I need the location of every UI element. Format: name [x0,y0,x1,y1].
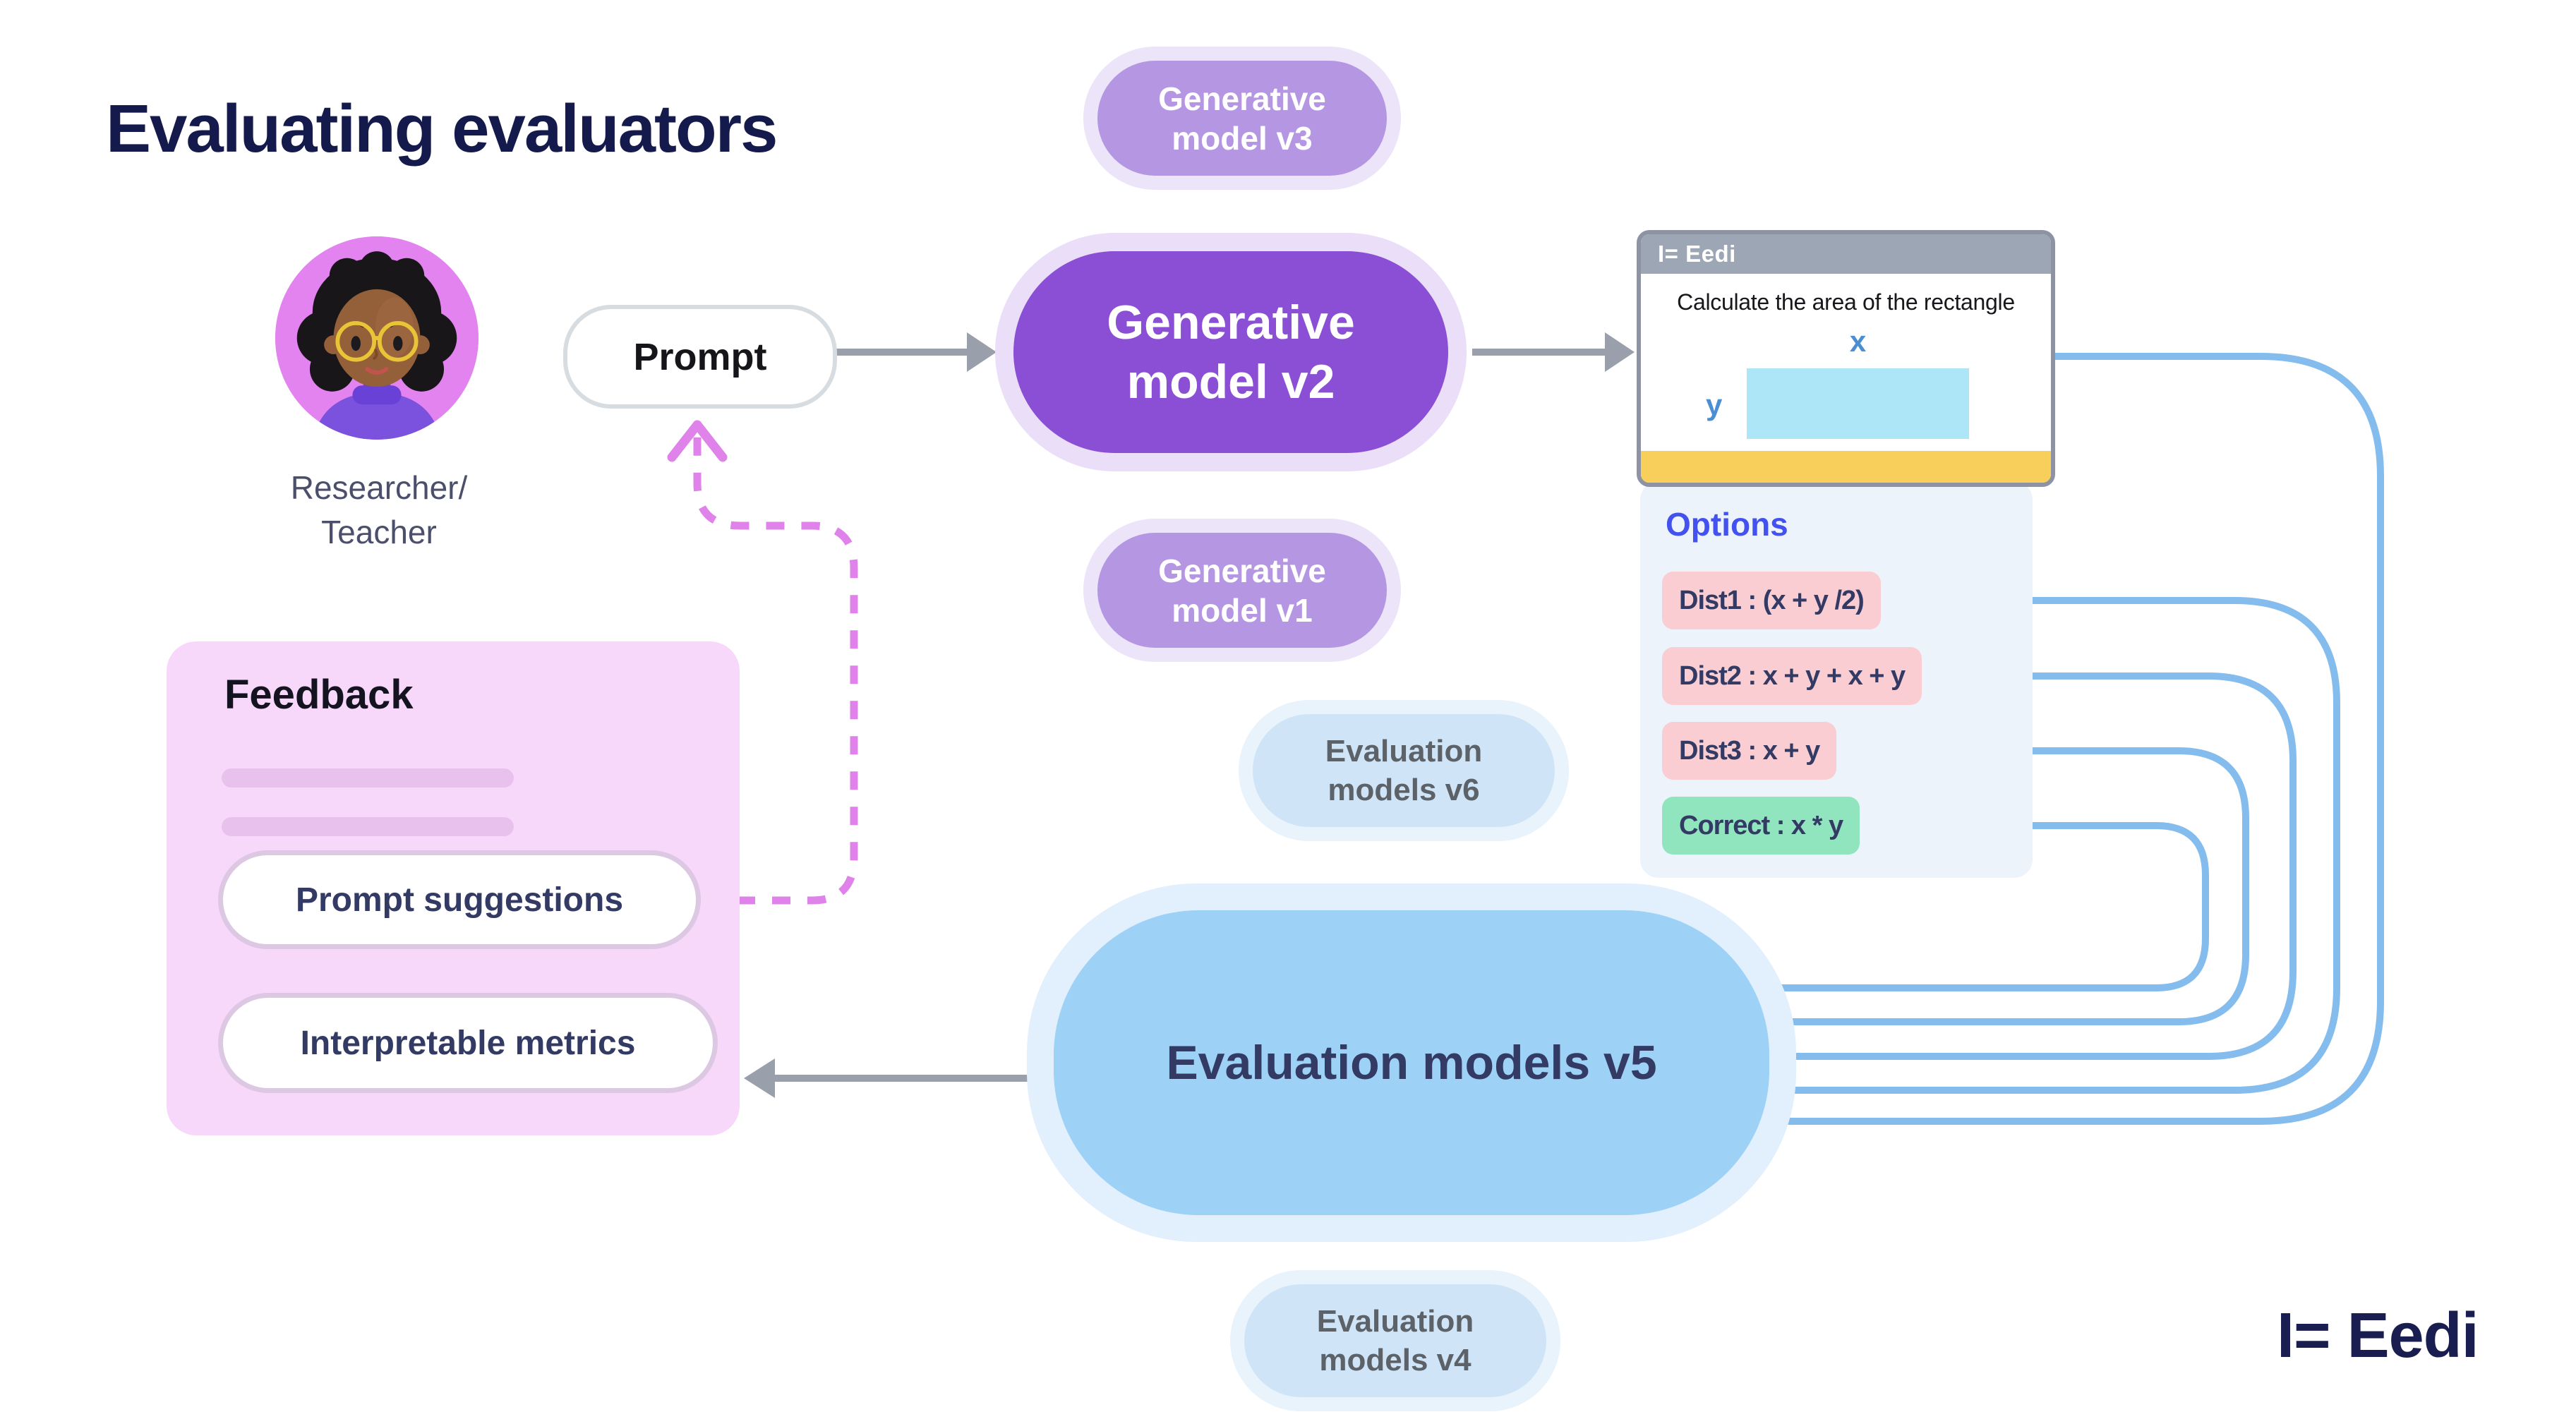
options-heading: Options [1666,506,1788,543]
question-card-titlebar: I= Eedi [1641,234,2051,274]
generative-model-v2-label-line2: model v2 [1126,355,1335,409]
evaluation-models-v5-node: Evaluation models v5 [1027,883,1796,1242]
arrow-head-right-icon [967,332,997,372]
prompt-label: Prompt [633,335,767,378]
connector-card-to-v5 [1762,353,2384,1125]
model-to-card-arrow [1472,332,1635,372]
width-label: x [1849,325,1867,358]
connector-dist2-to-v5 [1762,672,2297,1060]
height-label: y [1706,388,1723,421]
option-chip-correct: Correct : x * y [1662,797,1860,855]
evaluation-models-v4-pill: Evaluation models v4 [1230,1270,1560,1411]
rectangle-shape [1747,368,1969,439]
v5-to-feedback-arrow [744,1058,1059,1098]
option-chip-dist3: Dist3 : x + y [1662,722,1837,780]
arrow-head-left-icon [744,1058,775,1098]
researcher-label: Researcher/ Teacher [188,466,570,555]
evaluation-models-v4-label-line2: models v4 [1319,1343,1471,1377]
generative-model-v3-label-line2: model v3 [1172,119,1313,157]
option-connectors [1762,353,2384,1125]
person-icon [275,236,479,440]
generative-model-v2-label-line1: Generative [1107,296,1355,349]
evaluation-models-v6-label-line2: models v6 [1328,773,1480,807]
generative-model-v3-label-line1: Generative [1158,80,1326,117]
feedback-placeholder-bar [222,768,514,788]
card-accent-bar [1641,451,2051,483]
eedi-window-logo: I= Eedi [1658,241,1736,267]
researcher-avatar [275,236,479,440]
connector-correct-to-v5 [1762,822,2209,991]
researcher-label-line1: Researcher/ [290,469,468,506]
evaluation-models-v6-pill: Evaluation models v6 [1239,700,1569,841]
arrow-head-up-icon [667,420,728,462]
generative-model-v2-node: Generative model v2 [995,233,1467,471]
prompt-to-model-arrow [834,332,997,372]
generative-model-v1-label-line2: model v1 [1172,591,1313,629]
evaluation-models-v6-label-line1: Evaluation [1325,734,1483,768]
connector-dist1-to-v5 [1762,597,2340,1094]
prompt-suggestions-pill: Prompt suggestions [218,850,701,949]
evaluation-models-v5-label: Evaluation models v5 [1166,1036,1657,1090]
feedback-heading: Feedback [224,672,414,718]
evaluation-models-v4-label-line1: Evaluation [1316,1304,1474,1339]
feedback-placeholder-bar [222,817,514,836]
question-card: I= Eedi Calculate the area of the rectan… [1637,230,2055,487]
glasses-icon [335,320,419,362]
option-chip-dist1: Dist1 : (x + y /2) [1662,572,1881,629]
eedi-logo: I= Eedi [2277,1301,2479,1371]
connector-dist3-to-v5 [1762,747,2249,1025]
interpretable-metrics-pill: Interpretable metrics [218,993,718,1093]
generative-model-v3-pill: Generative model v3 [1083,47,1401,190]
generative-model-v1-label-line1: Generative [1158,552,1326,589]
prompt-pill: Prompt [563,305,837,409]
researcher-label-line2: Teacher [321,514,437,550]
page-title: Evaluating evaluators [106,91,778,167]
question-text: Calculate the area of the rectangle [1677,289,2015,315]
feedback-panel: Feedback Prompt suggestions Interpretabl… [167,641,740,1135]
arrow-head-right-icon [1605,332,1635,372]
feedback-loop-arrow [667,420,858,905]
option-chip-dist2: Dist2 : x + y + x + y [1662,647,1922,705]
generative-model-v1-pill: Generative model v1 [1083,519,1401,662]
